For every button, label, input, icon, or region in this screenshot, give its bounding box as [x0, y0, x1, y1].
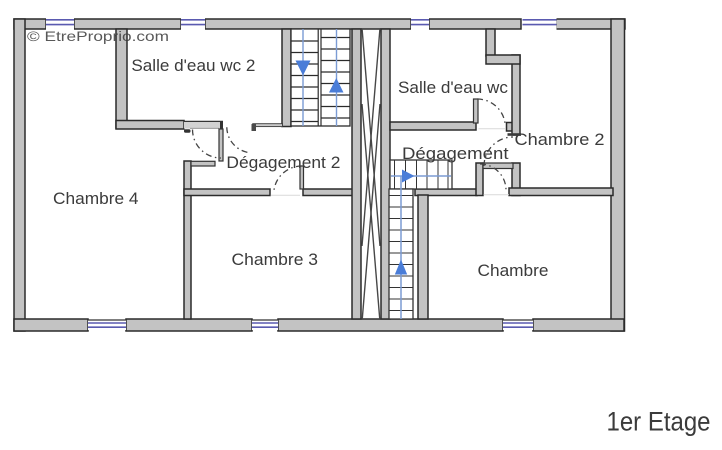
svg-text:Chambre 2: Chambre 2 — [515, 131, 605, 149]
svg-text:Salle d'eau wc 2: Salle d'eau wc 2 — [131, 57, 255, 75]
svg-text:Chambre 4: Chambre 4 — [53, 190, 139, 208]
svg-text:Salle d'eau wc: Salle d'eau wc — [398, 79, 508, 97]
svg-text:Chambre: Chambre — [478, 262, 549, 280]
svg-text:1er Etage: 1er Etage — [607, 407, 711, 437]
svg-text:© EtreProprio.com: © EtreProprio.com — [27, 28, 169, 44]
svg-text:Chambre 3: Chambre 3 — [232, 251, 319, 269]
svg-text:Dégagement: Dégagement — [402, 145, 509, 163]
svg-text:Dégagement 2: Dégagement 2 — [226, 154, 340, 172]
